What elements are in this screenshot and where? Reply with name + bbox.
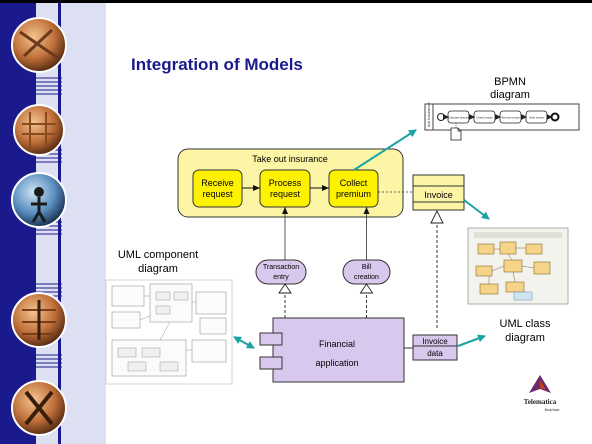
bpmn-caption: BPMN diagram [490, 76, 530, 101]
bpmn-start-event [437, 113, 445, 121]
logo-subtext: Instituut [543, 407, 560, 412]
component-label-line2: application [315, 358, 358, 368]
uml-component-caption: UML component diagram [118, 249, 198, 275]
invoice-data-line2: data [427, 349, 443, 358]
top-border [0, 0, 592, 3]
service-bill-creation: Bill creation [342, 259, 391, 285]
uml-class-caption: UML class diagram [500, 318, 551, 344]
process-request-line2: request [270, 189, 301, 199]
bpmn-end-event [550, 112, 560, 122]
uml-class-caption-line2: diagram [505, 332, 545, 344]
process-step-process-request: Process request [259, 169, 311, 208]
collect-premium-line1: Collect [340, 178, 368, 188]
bpmn-diagram-thumbnail: Ant Insurance Calculate amount Check inv… [424, 102, 580, 141]
uml-component-caption-line2: diagram [138, 263, 178, 275]
transaction-entry-line2: entry [273, 274, 289, 281]
teal-links [233, 129, 490, 349]
link-invoice-to-class-diagram [463, 199, 490, 220]
sidebar-photo-5 [11, 380, 67, 436]
sidebar-photo-4 [11, 292, 67, 348]
slide-title: Integration of Models [131, 55, 303, 74]
invoice-class-label: Invoice [424, 190, 453, 200]
collect-premium-line2: premium [336, 189, 371, 199]
sidebar-photo-2 [13, 104, 65, 156]
uml-component-diagram-thumbnail [105, 279, 233, 385]
invoice-data-box: Invoice data [412, 334, 458, 361]
telematica-logo: Telematica Instituut [524, 375, 560, 412]
uml-class-diagram-thumbnail [467, 227, 569, 305]
bpmn-task-2-label: Check invoice [476, 116, 493, 120]
bpmn-document-icon [450, 123, 462, 141]
invoice-data-line1: Invoice [422, 337, 448, 346]
component-to-services [278, 209, 444, 328]
bpmn-task-4-label: Send invoice [529, 116, 544, 120]
link-component-to-uml [233, 336, 255, 349]
process-request-line1: Process [269, 178, 302, 188]
process-container: Take out insurance Receive request Proce… [177, 148, 404, 218]
component-port-top [259, 332, 283, 346]
component-label-line1: Financial [319, 339, 355, 349]
service-transaction-entry: Transaction entry [255, 259, 307, 285]
bpmn-lane-label: Ant Insurance [426, 102, 431, 127]
component-financial-application: Financial application [259, 317, 405, 383]
receive-request-line2: request [202, 189, 233, 199]
transaction-entry-line1: Transaction [263, 264, 299, 271]
uml-class-caption-line1: UML class [500, 318, 551, 330]
process-title: Take out insurance [252, 154, 328, 164]
sidebar-photo-3 [11, 172, 67, 228]
process-step-receive-request: Receive request [192, 169, 243, 208]
sidebar-photo-1 [11, 17, 67, 73]
bill-creation-line1: Bill [362, 264, 372, 271]
bpmn-task-1-label: Calculate amount [448, 116, 468, 120]
bpmn-task-3-label: Send an invoice [501, 116, 520, 120]
link-invoicedata-to-class [457, 334, 486, 347]
service-realization-lines [282, 207, 370, 260]
logo-text: Telematica [524, 398, 557, 406]
left-sidebar [0, 3, 106, 444]
bpmn-caption-line1: BPMN [494, 76, 526, 88]
receive-request-line1: Receive [201, 178, 234, 188]
process-step-collect-premium: Collect premium [328, 169, 379, 208]
invoice-class-box: Invoice [412, 174, 465, 211]
uml-component-caption-line1: UML component [118, 249, 198, 261]
bill-creation-line2: creation [354, 274, 379, 281]
link-collect-to-bpmn [353, 129, 417, 171]
component-port-bottom [259, 356, 283, 370]
bpmn-caption-line2: diagram [490, 89, 530, 101]
